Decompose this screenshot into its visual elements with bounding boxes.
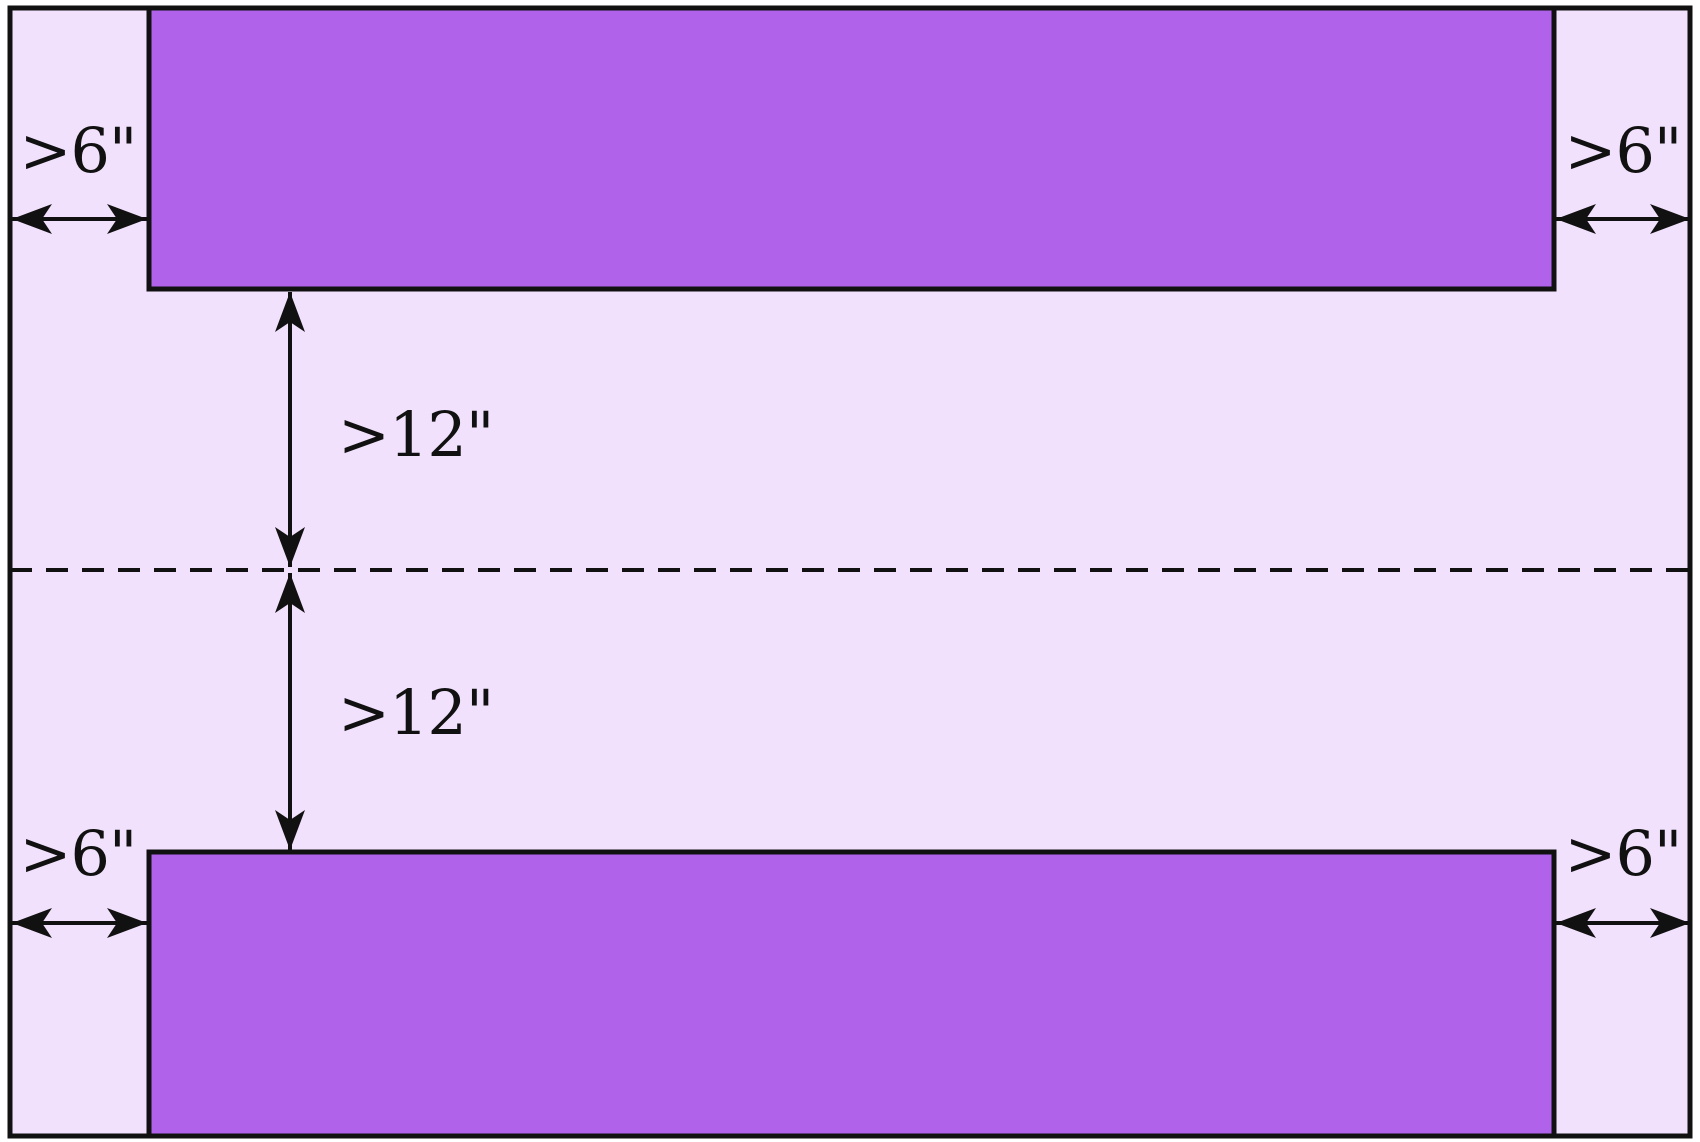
bottom-left-clearance-label: >6"	[20, 817, 137, 890]
bottom-bench	[146, 849, 1557, 1139]
lower-gap-label: >12"	[338, 676, 493, 749]
upper-gap-label: >12"	[338, 398, 493, 471]
top-left-clearance-label: >6"	[20, 114, 137, 187]
top-bench	[146, 5, 1557, 292]
bottom-right-clearance-label: >6"	[1565, 817, 1682, 890]
top-right-clearance-label: >6"	[1565, 114, 1682, 187]
